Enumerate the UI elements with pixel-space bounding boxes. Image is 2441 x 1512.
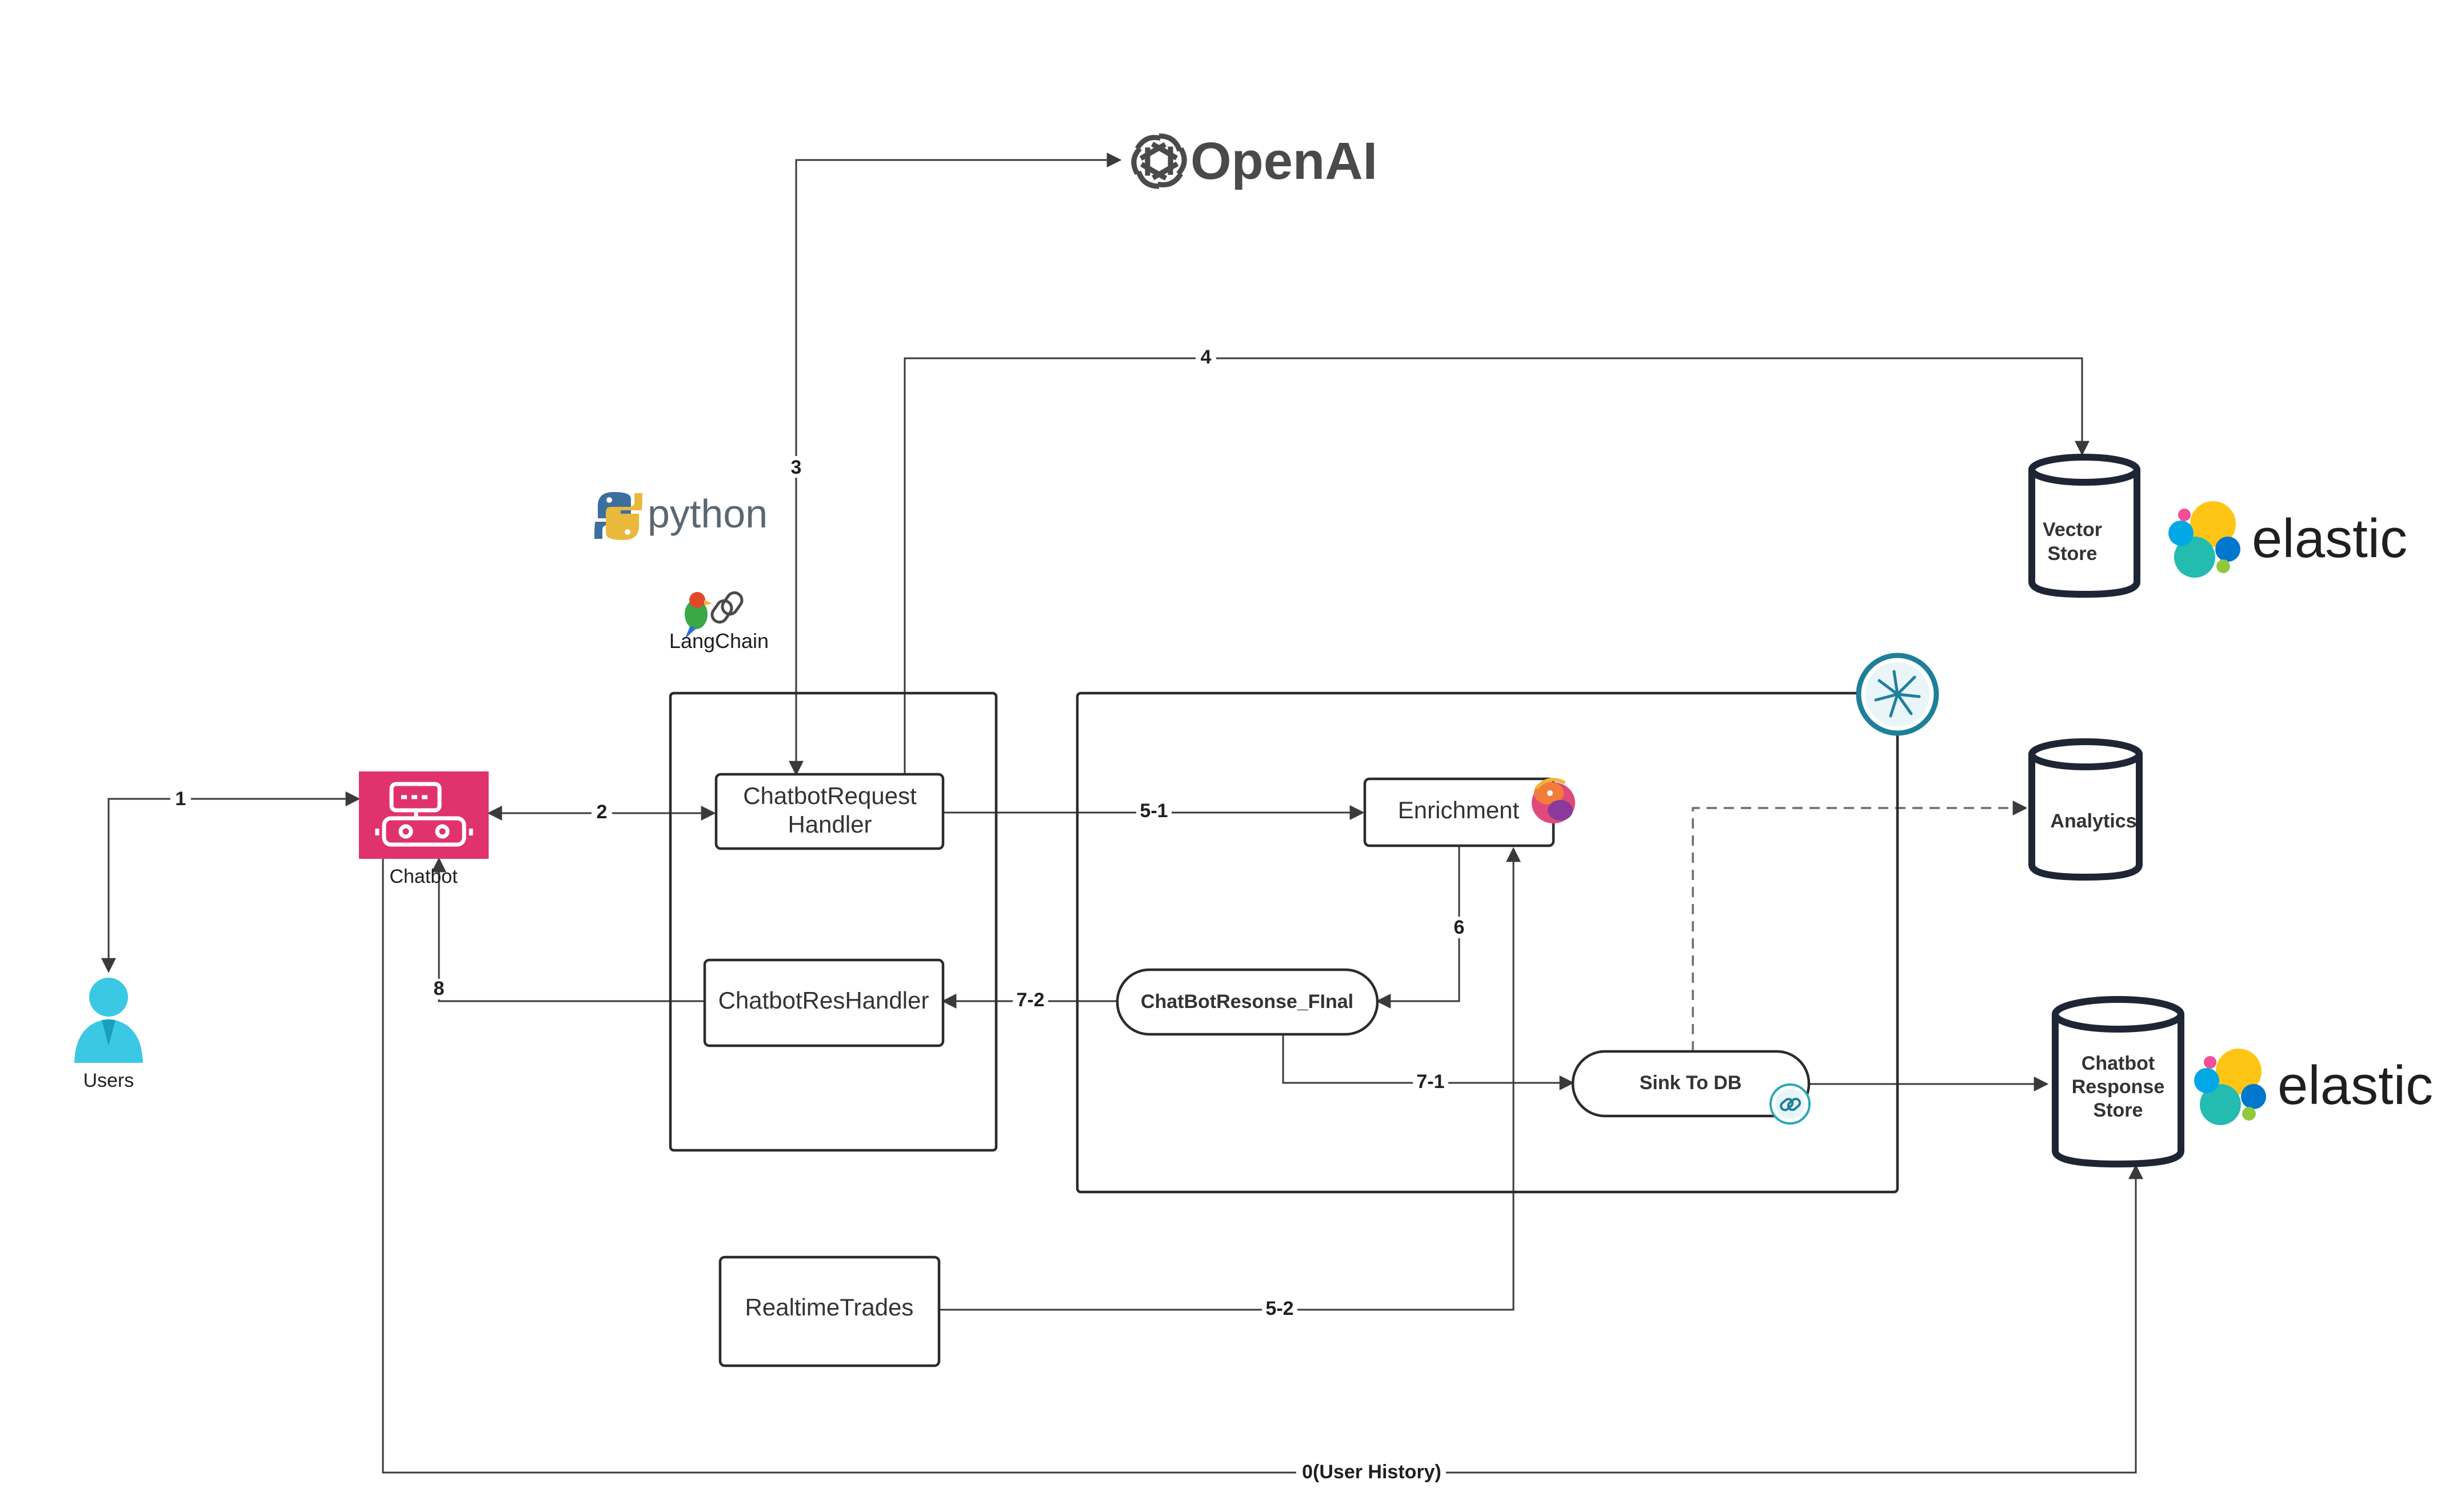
edge-label-5-2: 5-2 bbox=[1265, 1298, 1293, 1319]
analytics-label: Analytics bbox=[2050, 810, 2136, 832]
edge-1 bbox=[101, 791, 361, 973]
edge-7-1 bbox=[1282, 1034, 1575, 1090]
python-logo-icon bbox=[594, 492, 642, 540]
response-store-label-1: Chatbot bbox=[2082, 1053, 2155, 1074]
request-handler-label-1: ChatbotRequest bbox=[743, 782, 917, 809]
edge-label-2: 2 bbox=[597, 801, 608, 823]
chatbot-request-handler-node[interactable]: ChatbotRequest Handler bbox=[714, 773, 945, 850]
python-service-frame bbox=[669, 691, 998, 1152]
chatbot-node[interactable]: Chatbot bbox=[359, 771, 489, 887]
edge-label-4: 4 bbox=[1201, 346, 1212, 368]
users-node[interactable]: Users bbox=[74, 978, 143, 1091]
users-label: Users bbox=[83, 1070, 134, 1091]
realtime-trades-node[interactable]: RealtimeTrades bbox=[718, 1255, 941, 1367]
openai-logo-icon bbox=[1131, 133, 1187, 189]
elastic-wordmark-top: elastic bbox=[2252, 508, 2407, 569]
flink-squirrel-icon bbox=[1532, 778, 1575, 823]
edge-label-1: 1 bbox=[175, 788, 186, 810]
edge-8 bbox=[432, 857, 705, 1002]
flink-job-frame bbox=[1076, 691, 1899, 1194]
edge-label-3: 3 bbox=[791, 457, 802, 478]
langchain-logo: LangChain bbox=[669, 591, 769, 653]
edge-5-2 bbox=[939, 847, 1521, 1311]
edge-label-6: 6 bbox=[1454, 917, 1465, 938]
edge-label-5-1: 5-1 bbox=[1140, 800, 1168, 822]
edge-labels: 1 2 3 4 5-1 5-2 6 7-1 7-2 8 0(User Histo… bbox=[170, 346, 1469, 1483]
edge-3 bbox=[789, 153, 1122, 776]
chatbot-res-handler-node[interactable]: ChatbotResHandler bbox=[703, 958, 945, 1047]
realtime-trades-label: RealtimeTrades bbox=[745, 1294, 914, 1321]
openai-wordmark: OpenAI bbox=[1190, 132, 1377, 190]
request-handler-label-2: Handler bbox=[788, 811, 872, 838]
openai-logo: OpenAI bbox=[1131, 132, 1377, 190]
enrichment-node[interactable]: Enrichment bbox=[1363, 777, 1555, 847]
enrichment-label: Enrichment bbox=[1398, 797, 1520, 823]
edge-label-8: 8 bbox=[434, 978, 445, 999]
edge-sink-analytics bbox=[1692, 801, 2028, 1051]
chatbot-label: Chatbot bbox=[389, 866, 458, 887]
flink-cluster-icon bbox=[1856, 653, 1939, 736]
edge-label-7-2: 7-2 bbox=[1016, 989, 1044, 1011]
edge-6 bbox=[1376, 846, 1460, 1009]
chatbot-response-store-db[interactable]: Chatbot Response Store bbox=[2052, 996, 2184, 1168]
elastic-wordmark-bottom: elastic bbox=[2278, 1055, 2433, 1116]
edge-0-user-history bbox=[382, 859, 2143, 1474]
response-store-label-3: Store bbox=[2094, 1099, 2143, 1121]
python-wordmark: python bbox=[648, 491, 768, 536]
elastic-logo-icon bbox=[2168, 501, 2240, 578]
sink-to-db-node[interactable]: Sink To DB bbox=[1571, 1050, 1811, 1118]
user-person-icon bbox=[74, 978, 143, 1063]
final-label: ChatBotResonse_FInal bbox=[1141, 991, 1353, 1013]
chatbot-response-final-node[interactable]: ChatBotResonse_FInal bbox=[1116, 968, 1379, 1036]
sink-label: Sink To DB bbox=[1640, 1072, 1742, 1094]
elastic-logo-bottom: elastic bbox=[2194, 1049, 2433, 1125]
langchain-label: LangChain bbox=[669, 629, 769, 653]
elastic-logo-icon bbox=[2194, 1049, 2266, 1125]
parrot-chain-icon bbox=[685, 591, 744, 639]
vector-store-db[interactable]: Vector Store bbox=[2028, 454, 2140, 598]
connector-link-icon bbox=[1769, 1083, 1811, 1125]
vector-store-label-2: Store bbox=[2048, 543, 2098, 565]
response-store-label-2: Response bbox=[2072, 1076, 2165, 1098]
edge-label-0: 0(User History) bbox=[1302, 1461, 1441, 1483]
elastic-logo-top: elastic bbox=[2168, 501, 2407, 578]
edge-label-7-1: 7-1 bbox=[1416, 1071, 1444, 1093]
python-logo: python bbox=[594, 491, 768, 540]
chatbot-robot-icon bbox=[375, 782, 473, 847]
analytics-db[interactable]: Analytics bbox=[2028, 738, 2143, 881]
res-handler-label: ChatbotResHandler bbox=[718, 987, 929, 1014]
edge-4 bbox=[904, 357, 2090, 774]
vector-store-label-1: Vector bbox=[2043, 519, 2102, 541]
